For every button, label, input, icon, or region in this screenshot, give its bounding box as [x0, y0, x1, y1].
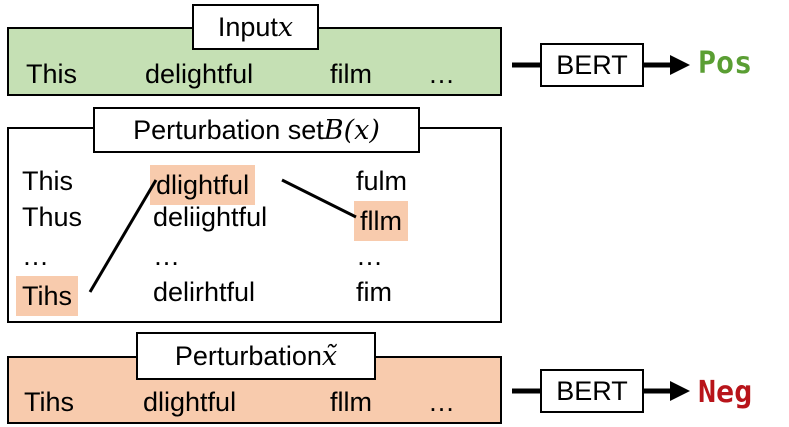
set-col1-item-3: …	[22, 241, 49, 271]
set-col2-item-4: delirhtful	[153, 277, 256, 307]
link-dlightful-fllm	[281, 178, 357, 219]
set-col1-item-2: Thus	[22, 202, 83, 232]
perturbation-set-title: Perturbation set B(x)	[93, 107, 420, 153]
input-word-4: …	[428, 59, 455, 89]
input-title-text: Input	[217, 11, 278, 42]
output-positive: Pos	[698, 46, 753, 81]
set-col2-item-1-highlighted: dlightful	[150, 165, 256, 205]
perturbation-word-1: Tihs	[24, 387, 75, 417]
perturbation-title-math: x̃	[321, 340, 338, 372]
input-word-3: film	[330, 59, 372, 89]
set-col3-item-4: fim	[356, 277, 392, 307]
input-title: Input x	[192, 4, 319, 50]
perturbation-title-text: Perturbation	[174, 340, 322, 371]
arrow-head-bottom	[670, 381, 690, 401]
set-col2-item-2: deliightful	[153, 202, 268, 232]
bert-box-bottom: BERT	[540, 369, 644, 413]
set-col2-item-3: …	[153, 241, 180, 271]
set-col3-item-1: fulm	[356, 166, 408, 196]
bert-box-top: BERT	[540, 43, 644, 87]
arrow-head-top	[670, 55, 690, 75]
set-col1-item-1: This	[22, 166, 74, 196]
set-col3-item-2-highlighted: fllm	[354, 201, 408, 241]
perturbation-word-3: fllm	[330, 387, 372, 417]
input-word-2: delightful	[145, 59, 254, 89]
output-negative: Neg	[698, 375, 753, 410]
input-title-math: x	[277, 11, 294, 43]
perturbation-word-4: …	[428, 387, 455, 417]
perturbation-set-title-text: Perturbation set	[133, 114, 324, 145]
perturbation-word-2: dlightful	[143, 387, 237, 417]
perturbation-title: Perturbation x̃	[136, 332, 376, 380]
set-col1-item-4-highlighted: Tihs	[16, 276, 79, 316]
link-tihs-dlightful	[88, 179, 158, 293]
set-col3-item-3: …	[356, 241, 383, 271]
input-word-1: This	[26, 59, 78, 89]
perturbation-set-title-math: B(x)	[323, 114, 380, 146]
